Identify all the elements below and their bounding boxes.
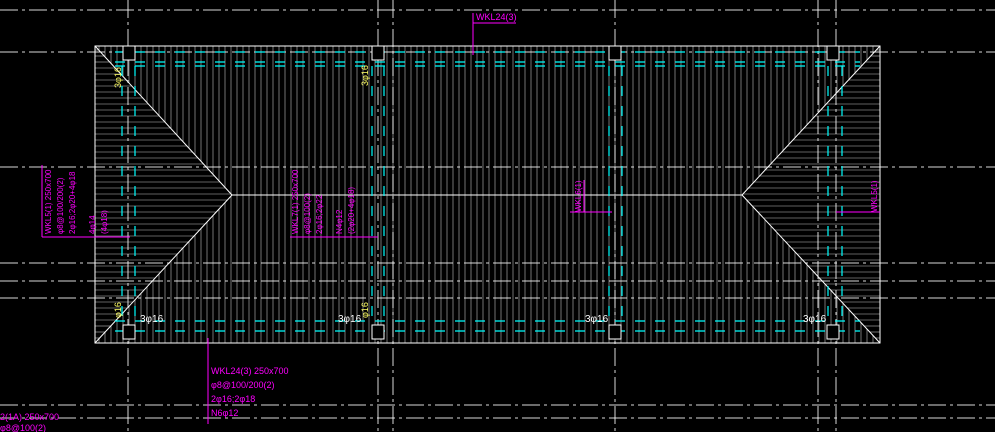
rebar-label-bottom-3: 3φ16	[585, 314, 609, 325]
bottom-beam-annotation[interactable]: WKL24(3) 250x700 φ8@100/200(2) 2φ16;2φ18…	[207, 338, 289, 424]
column-box[interactable]	[608, 324, 622, 340]
right-beam-annotation[interactable]: WKL5(1)	[836, 180, 880, 213]
roof-hatching	[95, 46, 880, 343]
mid-beam-annotation[interactable]: WKL6(1)	[570, 180, 612, 213]
column-box[interactable]	[122, 324, 136, 340]
column-box[interactable]	[122, 45, 136, 61]
center-beam-annotation[interactable]: WKL7(1) 250x700 φ8@100(2) 2φ16;2φ22 N4φ1…	[290, 169, 378, 238]
corner-beam-line2: φ8@100(2)	[0, 423, 46, 432]
top-beam-label: WKL24(3)	[476, 12, 517, 22]
corner-beam-annotation[interactable]: 2(1A) 250x700 φ8@100(2)	[0, 412, 59, 432]
column-box[interactable]	[371, 324, 385, 340]
rebar-label-center-top: 3φ16	[360, 65, 370, 86]
column-box[interactable]	[371, 45, 385, 61]
column-box[interactable]	[608, 45, 622, 61]
rebar-label-left-top: 3φ16	[113, 67, 123, 88]
beam-dashes	[115, 51, 860, 332]
center-beam-extra2: (2φ20+4φ18)	[347, 187, 356, 234]
columns[interactable]	[122, 45, 840, 340]
mid-beam-label: WKL6(1)	[574, 180, 583, 212]
left-beam-line2: φ8@100/200(2)	[56, 177, 65, 234]
rebar-label-bottom-4: 3φ16	[803, 314, 827, 325]
left-beam-line1: WKL5(1) 250x700	[44, 169, 53, 234]
rebar-label-center-bottom: φ16	[360, 302, 370, 318]
roof-hip-line	[94, 45, 233, 196]
bottom-beam-line2: φ8@100/200(2)	[211, 380, 275, 390]
rebar-label-left-bottom: φ16	[113, 302, 123, 318]
column-box[interactable]	[826, 45, 840, 61]
bottom-beam-line4: N6φ12	[211, 408, 238, 418]
left-beam-extra1: 4φ14	[88, 215, 97, 234]
bottom-beam-line1: WKL24(3) 250x700	[211, 366, 289, 376]
rebar-label-bottom-1: 3φ16	[140, 314, 164, 325]
rebar-label-bottom-2: 3φ16	[338, 314, 362, 325]
roof-hip-line	[94, 194, 233, 344]
top-beam-annotation[interactable]: WKL24(3)	[472, 12, 517, 55]
center-beam-extra1: N4φ12	[335, 209, 344, 234]
center-beam-line1: WKL7(1) 250x700	[291, 169, 300, 234]
corner-beam-line1: 2(1A) 250x700	[0, 412, 59, 422]
right-beam-label: WKL5(1)	[870, 180, 879, 212]
left-beam-extra2: (4φ18)	[100, 210, 109, 234]
bottom-beam-line3: 2φ16;2φ18	[211, 394, 255, 404]
left-beam-annotation[interactable]: WKL5(1) 250x700 φ8@100/200(2) 2φ16;2φ20+…	[41, 165, 130, 238]
center-beam-line2: φ8@100(2)	[303, 193, 312, 234]
roof-boundary	[94, 45, 881, 344]
left-beam-line3: 2φ16;2φ20+4φ18	[68, 171, 77, 234]
center-beam-line3: 2φ16;2φ22	[315, 194, 324, 234]
column-box[interactable]	[826, 324, 840, 340]
roof-hip-line	[741, 45, 881, 196]
